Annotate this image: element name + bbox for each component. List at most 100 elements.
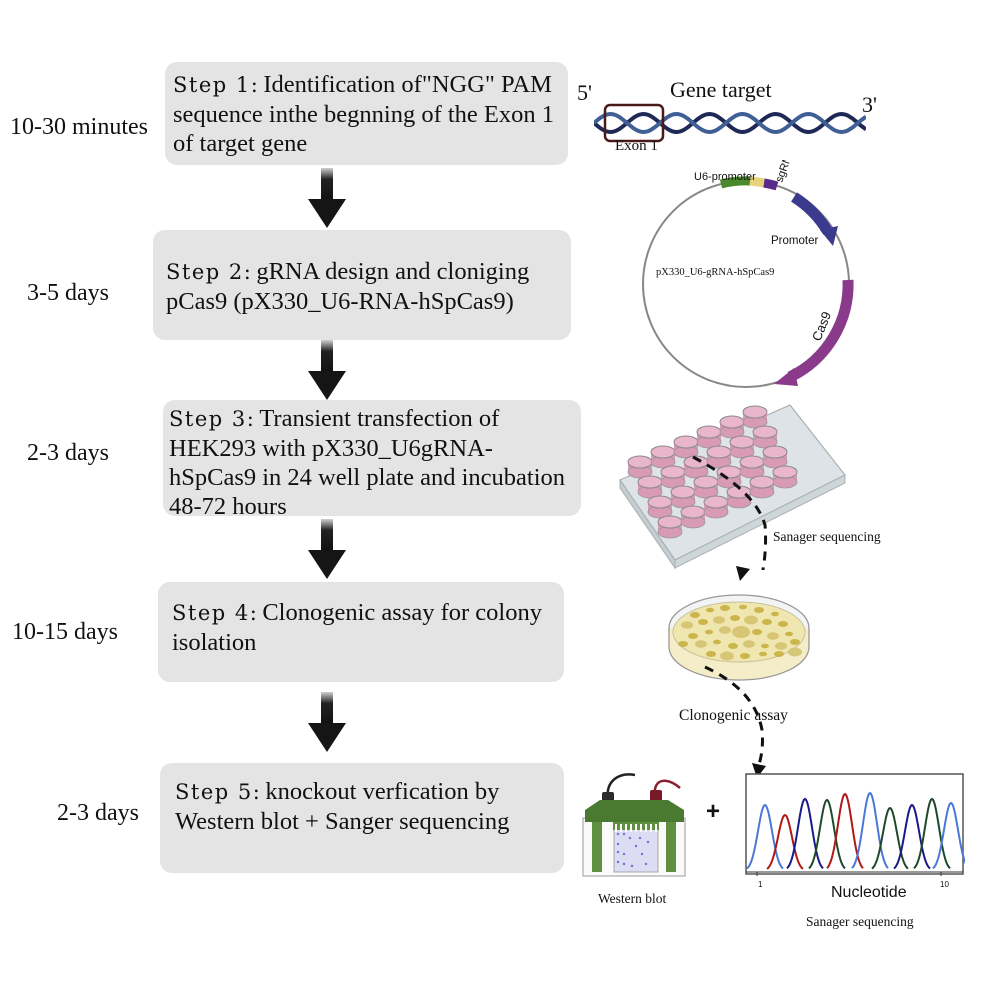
colony	[720, 651, 734, 661]
well	[752, 425, 778, 439]
step5-text: knockout verfication by Western blot + S…	[175, 778, 510, 835]
gel-band	[616, 860, 620, 864]
well	[670, 485, 696, 499]
step2-label: Step 2:	[166, 260, 253, 284]
gel-band	[638, 836, 642, 840]
plate-sequencing-label: Sanager sequencing	[773, 529, 881, 544]
step4-box: Step 4:Clonogenic assay for colony isola…	[158, 582, 564, 682]
step1-duration: 10-30 minutes	[10, 114, 148, 140]
step3-text: Transient transfection of HEK293 with pX…	[169, 405, 566, 520]
gel-band	[622, 852, 626, 856]
step1-box: Step 1:Identification of"NGG" PAM sequen…	[165, 62, 568, 165]
colony	[775, 642, 787, 650]
colony	[754, 607, 764, 613]
gel-band	[646, 840, 650, 844]
chromatogram-peak	[932, 801, 965, 870]
tick-label-1: 1	[758, 880, 763, 889]
well	[729, 435, 755, 449]
well	[696, 425, 722, 439]
colony	[790, 639, 800, 645]
well-plate	[619, 404, 846, 570]
promoter-arrowhead	[820, 226, 838, 246]
gel-band	[616, 842, 620, 846]
well	[627, 455, 653, 469]
dashed-arrow-dish-to-chromatogram	[704, 665, 766, 778]
gel-band	[644, 862, 648, 866]
sgrna-purple-segment	[763, 178, 779, 191]
colony	[698, 619, 708, 625]
colony	[719, 626, 731, 634]
colony	[690, 612, 700, 618]
chromatogram-peak	[808, 798, 846, 870]
colony	[706, 651, 716, 657]
colony	[706, 607, 714, 613]
nucleotide-axis-label: Nucleotide	[831, 884, 907, 901]
u6-promoter-segment	[719, 176, 751, 189]
colony	[705, 629, 713, 635]
gel-band	[628, 836, 632, 840]
colony	[678, 641, 688, 647]
chromatogram-peak	[913, 797, 951, 870]
well	[660, 465, 686, 479]
sanger-sequencing-label: Sanager sequencing	[806, 914, 914, 929]
step5-box: Step 5:knockout verfication by Western b…	[160, 763, 564, 873]
sanger-chromatogram	[745, 773, 965, 876]
colony	[739, 604, 747, 610]
colony	[788, 647, 802, 657]
colony	[681, 621, 693, 629]
chromatogram-peak	[851, 791, 889, 869]
colony	[762, 619, 772, 625]
arrowhead-to-dish	[736, 566, 750, 581]
cas9-segment	[787, 279, 854, 382]
gel-band	[622, 862, 626, 866]
step2-duration: 3-5 days	[27, 280, 109, 306]
dna-helix	[594, 103, 866, 143]
step4-text: Clonogenic assay for colony isolation	[172, 599, 542, 656]
three-prime-label: 3'	[862, 92, 877, 117]
gel-band	[634, 844, 638, 848]
step4-label: Step 4:	[172, 601, 259, 625]
well	[772, 465, 798, 479]
step2-box: Step 2:gRNA design and cloniging pCas9 (…	[153, 230, 571, 340]
exon1-box	[603, 103, 665, 143]
well	[762, 445, 788, 459]
clonogenic-assay-label: Clonogenic assay	[679, 707, 788, 724]
down-arrow-2	[308, 340, 346, 400]
colony	[778, 621, 788, 627]
well	[716, 465, 742, 479]
chromatogram-peak	[786, 797, 824, 870]
gene-target-title: Gene target	[670, 77, 772, 102]
well	[703, 495, 729, 509]
step4-duration: 10-15 days	[12, 619, 118, 645]
well	[650, 445, 676, 459]
gel-band	[622, 832, 626, 836]
well	[647, 495, 673, 509]
colony	[759, 651, 767, 657]
well	[742, 405, 768, 419]
step2-text: gRNA design and cloniging pCas9 (pX330_U…	[166, 258, 530, 315]
well	[719, 415, 745, 429]
down-arrow-3	[308, 519, 346, 579]
colony	[740, 653, 750, 659]
cas9-arrowhead	[774, 368, 798, 386]
dashed-arrow-plate-to-dish	[692, 455, 768, 570]
down-arrow-4	[308, 692, 346, 752]
western-blot-label: Western blot	[598, 891, 667, 906]
well	[706, 445, 732, 459]
gel-band	[616, 850, 620, 854]
down-arrow-1	[308, 168, 346, 228]
well	[680, 505, 706, 519]
well	[739, 455, 765, 469]
step5-label: Step 5:	[175, 780, 262, 804]
exon1-label: Exon 1	[615, 138, 658, 154]
colony	[713, 639, 721, 645]
colony	[688, 633, 698, 639]
well	[693, 475, 719, 489]
gel-band	[616, 832, 620, 836]
colony	[752, 629, 762, 635]
five-prime-label: 5'	[577, 80, 592, 105]
well	[637, 475, 663, 489]
tick-label-10: 10	[940, 880, 949, 889]
step3-box: Step 3:Transient transfection of HEK293 …	[163, 400, 581, 520]
chromatogram-peak	[871, 806, 909, 870]
